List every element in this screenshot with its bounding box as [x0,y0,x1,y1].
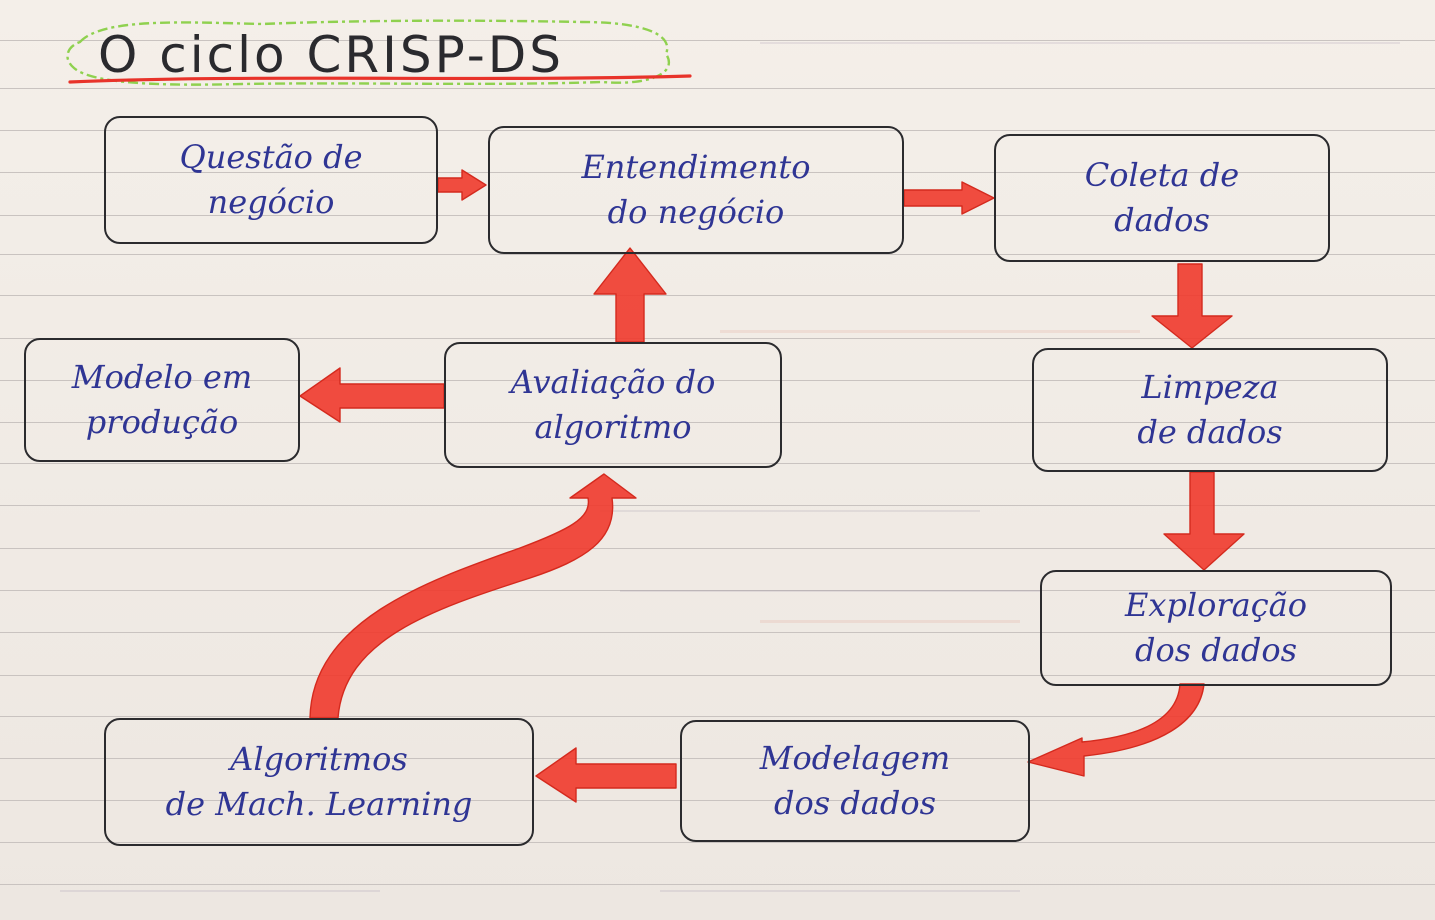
arrow-collection-to-cleaning [1151,263,1233,349]
title-doodle-border [66,19,692,86]
step-label-line: Exploração [1124,585,1308,624]
ruled-line [0,632,1435,633]
arrow-understanding-to-collection [903,181,995,215]
step-label-line: de dados [1137,413,1283,451]
ruled-line [0,463,1435,464]
ruled-line [0,548,1435,549]
step-business-question: Questão de negócio [104,116,438,244]
title-block: O ciclo CRISP-DS [62,12,692,98]
arrow-modeling-to-ml [535,747,677,803]
step-label-line: Algoritmos [230,739,408,778]
step-label-line: de Mach. Learning [165,785,473,823]
step-label-line: Avaliação do [510,362,716,401]
step-label-line: algoritmo [534,408,692,446]
step-data-cleaning: Limpeza de dados [1032,348,1388,472]
ruled-line [0,215,1435,216]
arrow-ml-to-evaluation [309,473,637,719]
step-data-modeling: Modelagem dos dados [680,720,1030,842]
step-label-line: Limpeza [1141,367,1279,406]
arrow-question-to-understanding [437,169,487,201]
step-data-exploration: Exploração dos dados [1040,570,1392,686]
ruled-line [0,338,1435,339]
step-label-line: Modelo em [71,357,253,396]
step-label-line: Modelagem [759,738,951,777]
step-ml-algorithms: Algoritmos de Mach. Learning [104,718,534,846]
ruled-line [0,758,1435,759]
ruled-line [0,40,1435,41]
ruled-line [0,295,1435,296]
arrow-evaluation-to-production [299,367,445,423]
step-label-line: dos dados [1134,631,1298,669]
ruled-line [0,380,1435,381]
step-algorithm-evaluation: Avaliação do algoritmo [444,342,782,468]
step-label-line: dos dados [773,784,937,822]
ruled-line [0,130,1435,131]
ruled-line [0,505,1435,506]
step-label-line: Questão de [179,137,363,176]
arrow-evaluation-to-understanding [593,247,667,343]
arrow-exploration-to-modeling [1027,683,1205,777]
arrow-cleaning-to-exploration [1163,471,1245,571]
step-label-line: dados [1114,201,1210,239]
ruled-line [0,842,1435,843]
ruled-line [0,590,1435,591]
step-label-line: Entendimento [581,147,811,186]
page-title: O ciclo CRISP-DS [98,26,564,84]
step-data-collection: Coleta de dados [994,134,1330,262]
ruled-line [0,88,1435,89]
ruled-line [0,675,1435,676]
step-label-line: do negócio [607,193,785,231]
step-model-in-production: Modelo em produção [24,338,300,462]
ruled-line [0,422,1435,423]
title-underline [68,74,692,84]
step-label-line: produção [85,403,239,441]
ruled-line [0,254,1435,255]
step-business-understanding: Entendimento do negócio [488,126,904,254]
step-label-line: negócio [207,183,335,221]
step-label-line: Coleta de [1084,155,1240,194]
ruled-line [0,716,1435,717]
ruled-line [0,884,1435,885]
ruled-line [0,800,1435,801]
ruled-line [0,172,1435,173]
